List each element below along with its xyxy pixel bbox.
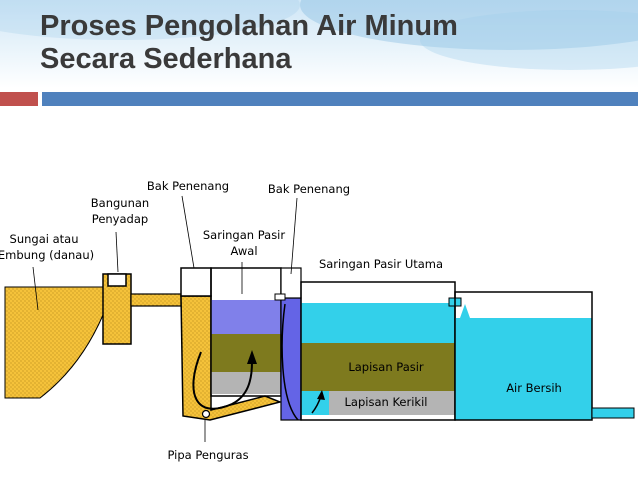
clean-water	[455, 318, 592, 420]
label-sungai: Sungai atau	[10, 232, 79, 246]
main-filter-gravel-layer	[329, 391, 455, 415]
label-awal: Awal	[230, 244, 257, 258]
flow-arrow-overflow	[281, 303, 299, 421]
main-filter-sand-edge	[301, 343, 329, 391]
outlet-pipe	[591, 407, 635, 419]
leader-line	[290, 197, 298, 275]
label-penyadap: Penyadap	[92, 212, 148, 226]
label-bak-penenang-2: Bak Penenang	[268, 182, 350, 196]
header-background	[0, 0, 638, 88]
intake-top	[107, 273, 127, 287]
leader-line	[115, 231, 119, 273]
title-divider-bar	[42, 92, 638, 106]
flow-arrow-intake	[192, 351, 253, 410]
title-accent-bar	[0, 92, 38, 106]
leader-line	[32, 266, 39, 311]
label-saringan-utama: Saringan Pasir Utama	[319, 257, 443, 271]
flow-arrow-head	[317, 390, 325, 400]
stilling-basin-1-top	[180, 267, 212, 297]
pre-filter-sand-layer	[211, 334, 281, 372]
flow-arrow-head	[460, 304, 470, 318]
label-embung: Embung (danau)	[0, 248, 94, 262]
pre-filter-water	[211, 300, 281, 334]
leader-line	[181, 195, 195, 269]
main-filter-gravel-edge	[301, 391, 329, 415]
overflow-inlet	[274, 293, 286, 301]
label-lapisan-pasir: Lapisan Pasir	[348, 360, 424, 374]
pre-filter-gravel-layer	[211, 372, 281, 394]
main-filter-water	[301, 303, 455, 343]
river-reservoir	[4, 286, 104, 399]
clean-water-tank	[454, 291, 593, 421]
label-air-bersih: Air Bersih	[506, 381, 562, 395]
main-filter-sand-layer	[329, 343, 455, 391]
label-bangunan: Bangunan	[91, 196, 149, 210]
flow-arrow-head	[247, 350, 257, 364]
label-lapisan-kerikil: Lapisan Kerikil	[345, 395, 428, 409]
label-saringan-awal: Saringan Pasir	[203, 228, 286, 242]
connecting-pipe	[130, 293, 182, 307]
label-bak-penenang-1: Bak Penenang	[147, 179, 229, 193]
slide-title-line-1: Proses Pengolahan Air Minum	[40, 10, 458, 42]
label-pipa-penguras: Pipa Penguras	[167, 448, 248, 462]
slide-title-line-2: Secara Sederhana	[40, 43, 292, 75]
drain-valve	[201, 409, 211, 419]
slide-title: Proses Pengolahan Air Minum Secara Seder…	[40, 10, 458, 76]
